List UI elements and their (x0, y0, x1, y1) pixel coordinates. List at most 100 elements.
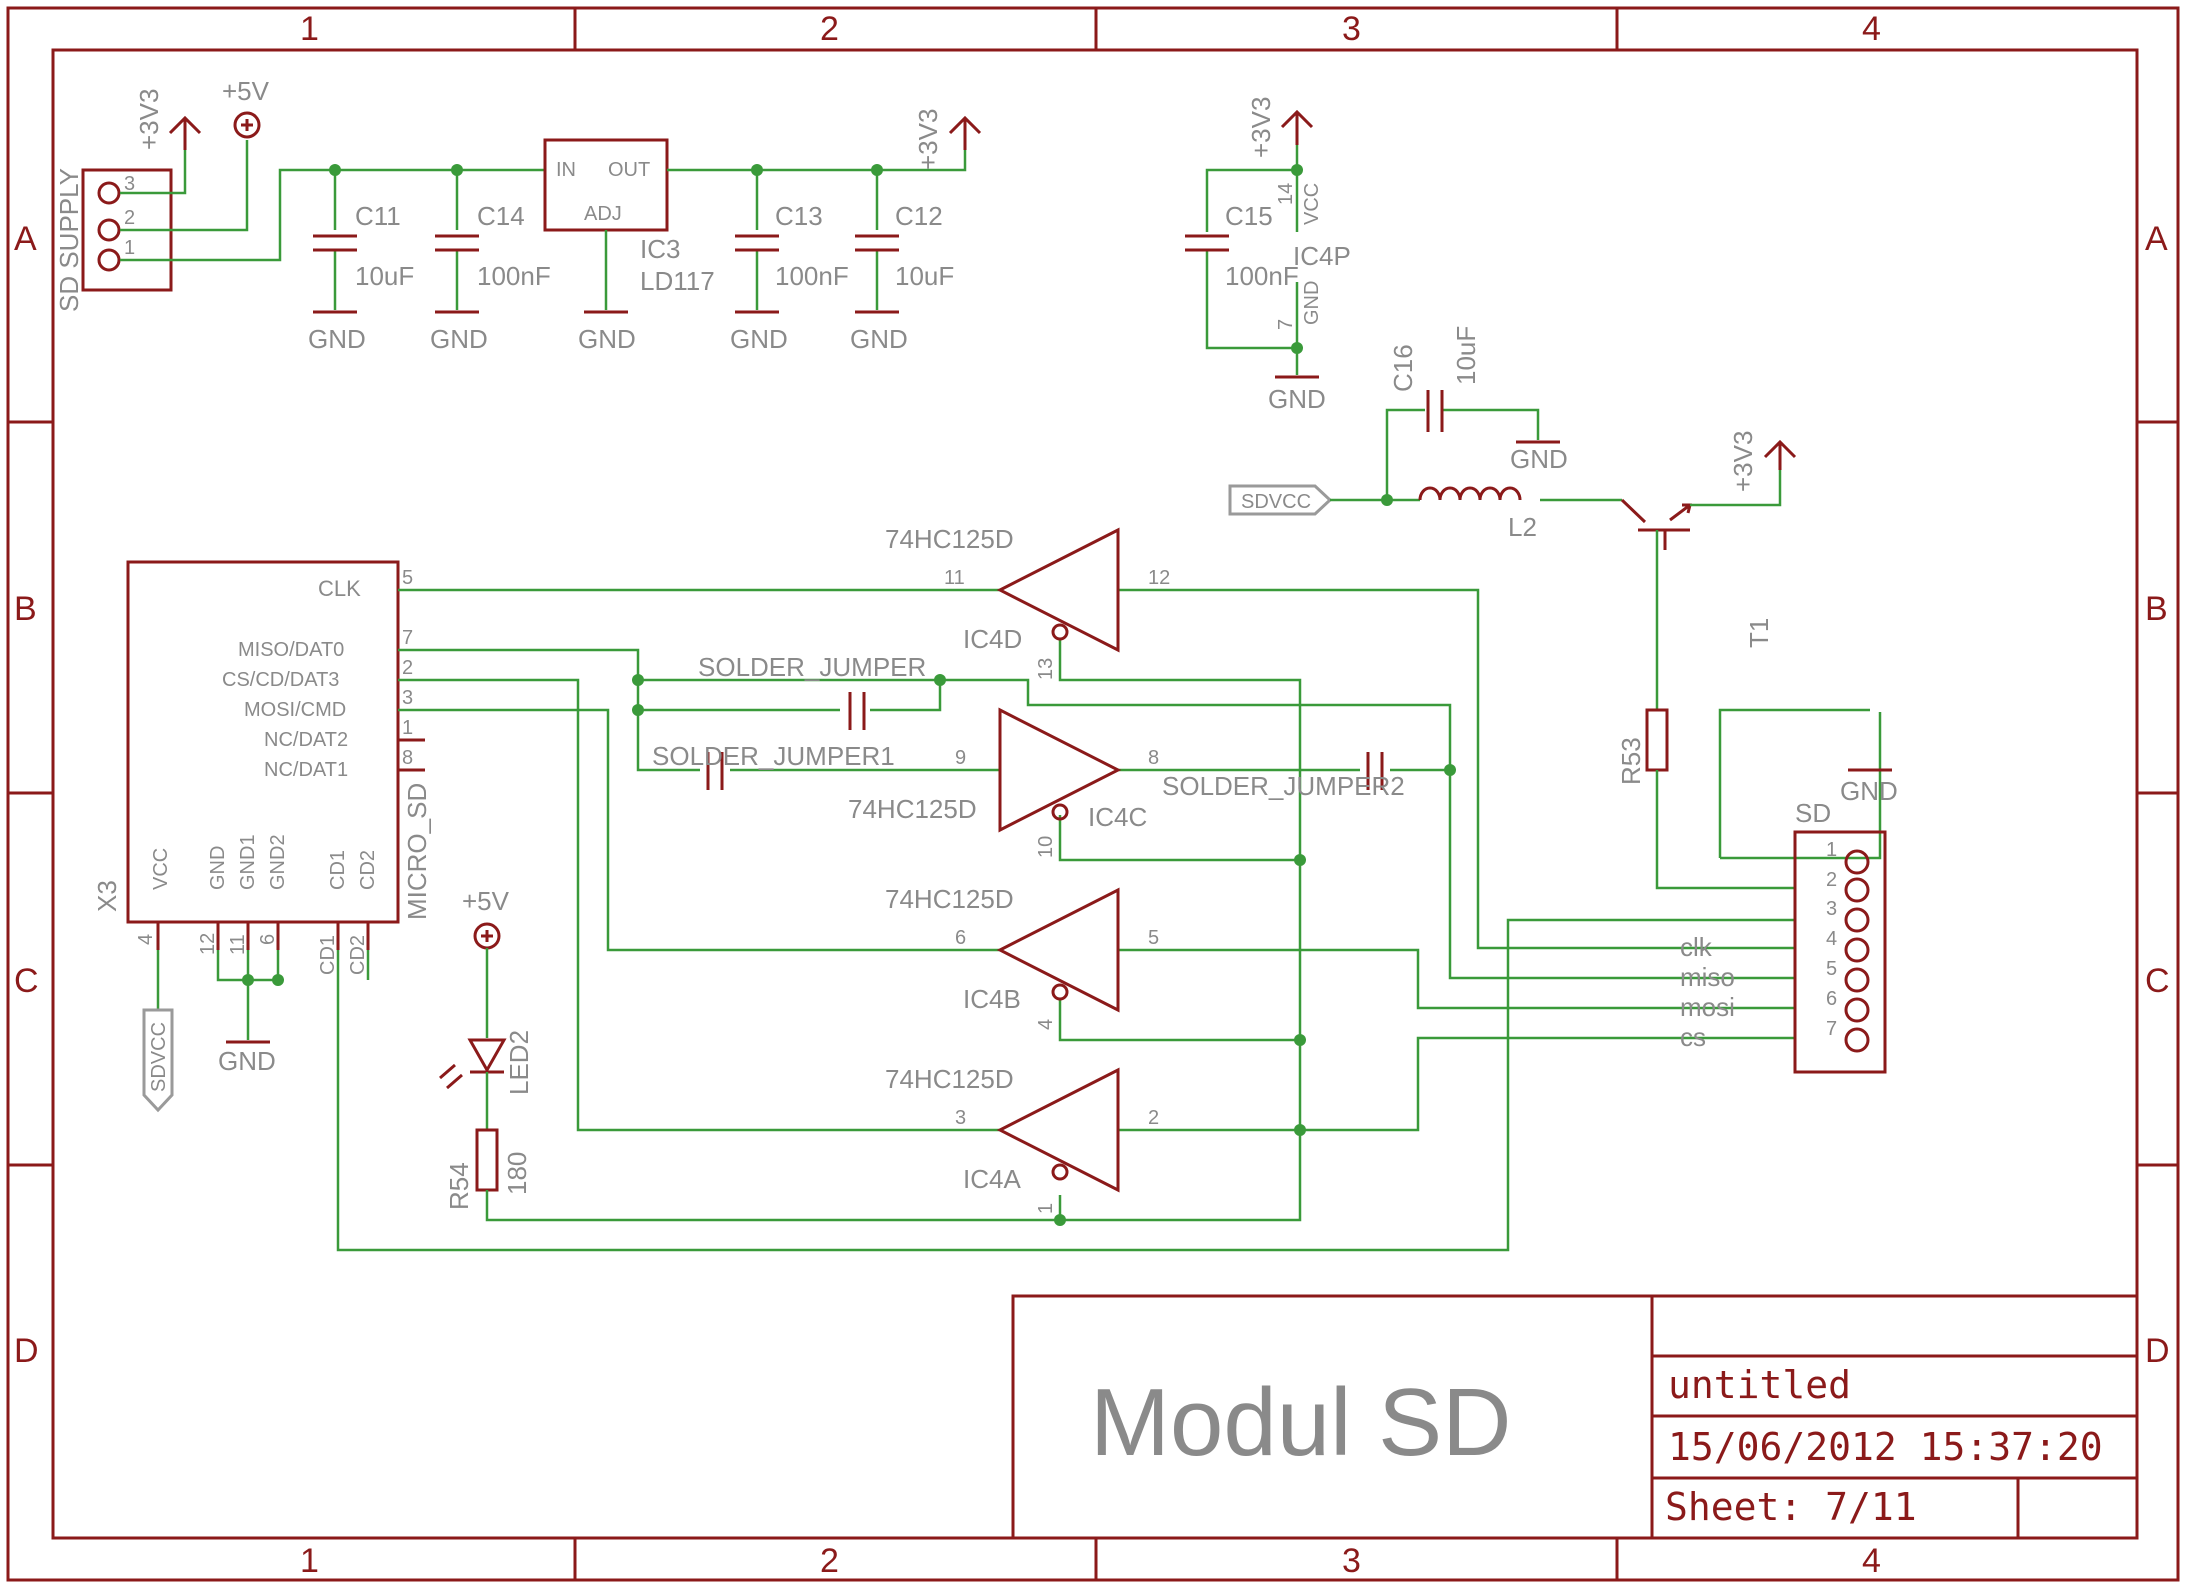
row-d-right: D (2145, 1332, 2170, 1370)
x3-pin-dat1-label: NC/DAT1 (264, 759, 348, 781)
sdvcc-port-label: SDVCC (1241, 491, 1311, 513)
r54-label: R54 (444, 1162, 474, 1210)
col-2-top: 2 (820, 10, 839, 48)
sd-pin-1: 1 (1826, 839, 1837, 861)
supply-pin-2: 2 (124, 207, 135, 229)
ic4d-oe: 13 (1035, 658, 1057, 680)
x3-bottom-num-4: 4 (135, 934, 157, 945)
ic4c-in: 9 (955, 747, 966, 769)
x3-bottom-gnd1: GND1 (237, 834, 259, 890)
r53-label: R53 (1616, 737, 1646, 785)
ic4p-3v3-label: +3V3 (1246, 97, 1276, 158)
ic4c-out: 8 (1148, 747, 1159, 769)
ic3-name: IC3 (640, 234, 680, 264)
drawing-title: Modul SD (1090, 1369, 1512, 1476)
col-1-top: 1 (300, 10, 319, 48)
jumper-0-label: SOLDER_JUMPER (698, 652, 926, 682)
col-2-bottom: 2 (820, 1542, 839, 1580)
ic4c-type: 74HC125D (848, 794, 977, 824)
c14-value: 100nF (477, 261, 551, 291)
c12-name: C12 (895, 201, 943, 231)
sdvcc-switch: SDVCC C16 10uF GND L2 +3V3 T1 R53 (1228, 326, 1797, 890)
solder-jumpers: SOLDER_JUMPER SOLDER_JUMPER1 SOLDER_JUMP… (652, 652, 1405, 801)
x3-bottom-num-6: 6 (257, 934, 279, 945)
x3-ref: X3 (92, 880, 122, 912)
x3-bottom-cd2: CD2 (357, 850, 379, 890)
reg-3v3-label: +3V3 (913, 109, 943, 170)
x3-pin-clk-num: 5 (402, 567, 413, 589)
regulator-section: C11 10uF C14 100nF GND GND IN OUT ADJ IC… (308, 109, 982, 354)
c11-name: C11 (355, 201, 401, 231)
x3-bottom-cd1: CD1 (327, 850, 349, 890)
c13-name: C13 (775, 201, 823, 231)
jumper-2-label: SOLDER_JUMPER2 (1162, 771, 1405, 801)
r54-resistor (475, 1128, 499, 1192)
c16-name: C16 (1388, 344, 1418, 392)
buffer-ic4d: 74HC125D IC4D 11 12 13 (885, 524, 1170, 680)
c12-value: 10uF (895, 261, 954, 291)
sdvcc-port (1228, 484, 1333, 516)
supply-5v-symbol (233, 111, 261, 139)
l2-label: L2 (1508, 512, 1537, 542)
ic4b-type: 74HC125D (885, 884, 1014, 914)
gnd-c14: GND (430, 324, 488, 354)
ic4a-name: IC4A (963, 1164, 1021, 1194)
ic4p-pin7: 7 (1275, 319, 1297, 330)
gnd-x3: GND (218, 1046, 276, 1076)
sd-signal-mosi: mosi (1680, 992, 1735, 1022)
x3-pin-mosi-num: 3 (402, 687, 413, 709)
led-indicator: +5V LED2 R54 180 (439, 886, 1060, 1222)
supply-3v3-label: +3V3 (134, 89, 164, 150)
drawing-name: untitled (1668, 1363, 1851, 1407)
x3-bottom-vcc: VCC (150, 848, 172, 890)
c14-name: C14 (477, 201, 525, 231)
supply-connector-label: SD SUPPLY (54, 168, 84, 312)
microsd-socket: CLK MISO/DAT0 CS/CD/DAT3 MOSI/CMD NC/DAT… (92, 560, 1795, 1252)
c11-value: 10uF (355, 261, 414, 291)
gnd-c11: GND (308, 324, 366, 354)
gnd-c16: GND (1510, 444, 1568, 474)
led2-symbol (467, 1038, 507, 1074)
x3-pin-cs-label: CS/CD/DAT3 (222, 669, 339, 691)
col-3-top: 3 (1342, 10, 1361, 48)
ic4p-gnd: GND (1301, 281, 1323, 325)
led2-label: LED2 (504, 1030, 534, 1095)
x3-value: MICRO_SD (402, 783, 432, 920)
x3-pin-dat1-num: 8 (402, 747, 413, 769)
drawing-datetime: 15/06/2012 15:37:20 (1668, 1425, 2103, 1469)
ic3-pin-adj: ADJ (584, 203, 622, 225)
buffer-ic4a: 74HC125D IC4A 3 2 1 (885, 1064, 1159, 1214)
gnd-c12: GND (850, 324, 908, 354)
ic4b-out: 5 (1148, 927, 1159, 949)
sd-header: SD 1 2 3 4 5 6 7 clk miso mosi cs (1680, 798, 1887, 1074)
gnd-c13: GND (730, 324, 788, 354)
x3-sdvcc-label: SDVCC (148, 1022, 170, 1092)
sd-header-name: SD (1795, 798, 1831, 828)
sd-pin-7: 7 (1826, 1018, 1837, 1040)
ic4d-type: 74HC125D (885, 524, 1014, 554)
sd-pin-5: 5 (1826, 958, 1837, 980)
gnd-ic3: GND (578, 324, 636, 354)
row-b-left: B (14, 590, 37, 628)
supply-pin-3: 3 (124, 173, 135, 195)
led-supply-label: +5V (462, 886, 510, 916)
r54-value: 180 (502, 1152, 532, 1195)
signal-wires: GND (398, 588, 1898, 1226)
col-1-bottom: 1 (300, 1542, 319, 1580)
grid-labels: 1 2 3 4 1 2 3 4 A B C D A B C D (14, 10, 2170, 1580)
l2-inductor (1418, 486, 1522, 501)
x3-pin-dat2-num: 1 (402, 717, 413, 739)
c15-value: 100nF (1225, 261, 1299, 291)
c16-value: 10uF (1451, 326, 1481, 385)
ic4p-vcc: VCC (1301, 183, 1323, 225)
ic4d-out: 12 (1148, 567, 1170, 589)
ic4p-name: IC4P (1293, 241, 1351, 271)
ic4a-oe: 1 (1035, 1203, 1057, 1214)
x3-sdvcc-port (142, 1008, 174, 1113)
supply-5v-label: +5V (222, 76, 270, 106)
col-4-bottom: 4 (1862, 1542, 1881, 1580)
sd-pin-4: 4 (1826, 928, 1837, 950)
x3-pin-cs-num: 2 (402, 657, 413, 679)
title-block: Modul SD untitled 15/06/2012 15:37:20 Sh… (1011, 1294, 2139, 1540)
ic3-value: LD117 (640, 266, 715, 296)
